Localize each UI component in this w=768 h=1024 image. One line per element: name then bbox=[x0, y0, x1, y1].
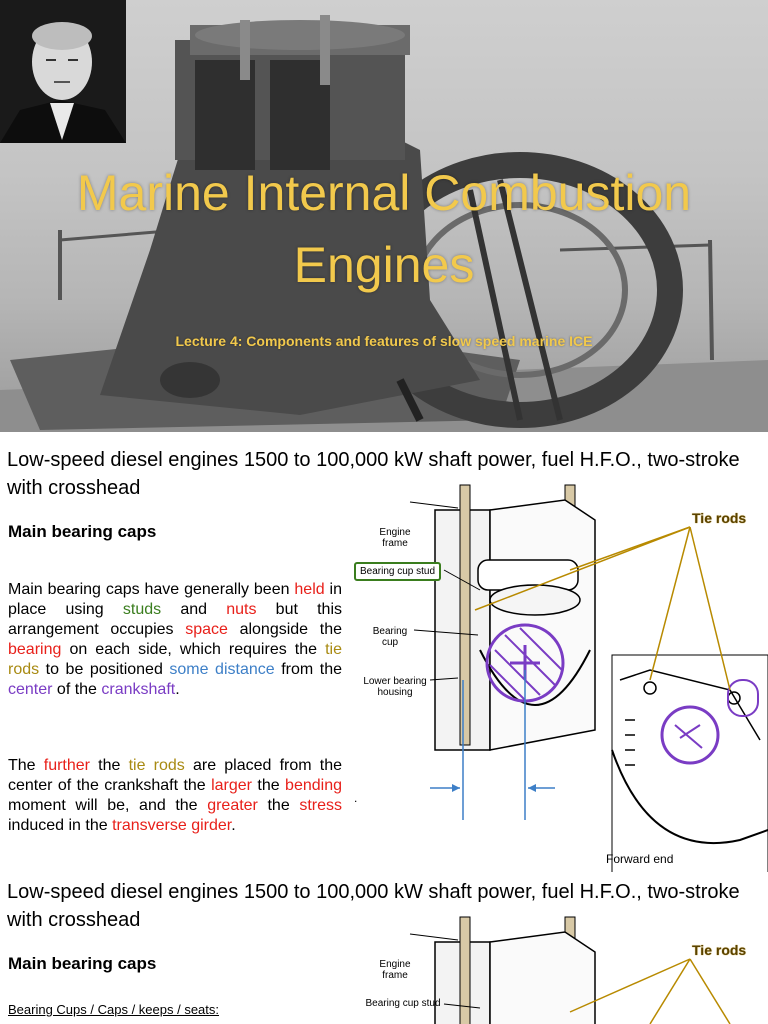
para2-run: further bbox=[43, 757, 90, 774]
para2-run: . bbox=[231, 817, 236, 834]
label-lower-bearing-housing: Lower bearing housing bbox=[363, 676, 427, 698]
label-engine-frame: Engine frame bbox=[379, 959, 411, 981]
stray-dot: . bbox=[354, 791, 358, 805]
para1-run: held bbox=[294, 581, 325, 598]
para1-run: from the bbox=[274, 661, 342, 678]
para1-run: but this arrangement occupies bbox=[8, 601, 343, 638]
label-forward-end: Forward end bbox=[606, 852, 674, 866]
para1-run: nuts bbox=[226, 601, 257, 618]
paragraph-2: The further the tie rods are placed from… bbox=[8, 756, 342, 836]
page-subtitle: Lecture 4: Components and features of sl… bbox=[175, 333, 593, 349]
label-engine-frame: Engine frame bbox=[379, 527, 411, 549]
portrait-photo bbox=[0, 0, 126, 143]
para1-run: on each side, which requires the bbox=[61, 641, 326, 658]
para1-run: studs bbox=[122, 601, 162, 618]
bearing-drawing-2 bbox=[409, 916, 731, 1024]
page-title: Marine Internal Combustion bbox=[76, 165, 692, 221]
para1-run: to be positioned bbox=[39, 661, 170, 678]
para2-run: induced in the bbox=[8, 817, 113, 834]
para1-run: and bbox=[161, 601, 227, 618]
para1-run: center bbox=[8, 681, 53, 698]
label-bearing-cup-stud: Bearing cup stud bbox=[354, 562, 442, 581]
label-tie-rods: Tie rods bbox=[692, 510, 747, 526]
para2-run: greater bbox=[207, 797, 258, 814]
para1-run: crankshaft bbox=[101, 681, 176, 698]
para2-run: the bbox=[252, 777, 286, 794]
para2-run: larger bbox=[211, 777, 252, 794]
para1-run: bearing bbox=[8, 641, 62, 658]
para2-run: The bbox=[8, 757, 44, 774]
para1-run: of the bbox=[52, 681, 102, 698]
para2-run: the bbox=[257, 797, 300, 814]
paragraph-1: Main bearing caps have generally been he… bbox=[8, 580, 342, 700]
slide-subtext: Bearing Cups / Caps / keeps / seats: bbox=[8, 1002, 219, 1017]
para2-run: tie rods bbox=[128, 757, 185, 774]
para2-run: bending bbox=[285, 777, 342, 794]
bearing-diagram: Engine frame Bearing cup stud Bearing cu… bbox=[350, 480, 768, 876]
slide-subheading: Main bearing caps bbox=[8, 522, 157, 541]
title-slide: Marine Internal Combustion Engines Lectu… bbox=[0, 0, 768, 432]
para1-run: in place using bbox=[8, 581, 342, 618]
label-bearing-cup-stud: Bearing cup stud bbox=[365, 998, 441, 1009]
label-tie-rods: Tie rods bbox=[692, 942, 747, 958]
bearing-drawing bbox=[409, 484, 768, 875]
para1-run: space bbox=[185, 621, 228, 638]
para2-run: are placed from the center of the cranks… bbox=[8, 757, 343, 794]
para1-run: . bbox=[175, 681, 180, 698]
slide-heading: Low-speed diesel engines 1500 to 100,000… bbox=[7, 881, 740, 931]
para2-run: the bbox=[90, 757, 129, 774]
slide-heading: Low-speed diesel engines 1500 to 100,000… bbox=[7, 449, 740, 499]
para1-run: alongside the bbox=[227, 621, 342, 638]
para1-run: Main bearing caps have generally been bbox=[8, 581, 295, 598]
para1-run: tie rods bbox=[8, 641, 342, 678]
content-slide-1: Low-speed diesel engines 1500 to 100,000… bbox=[0, 440, 768, 876]
para2-run: transverse girder bbox=[112, 817, 232, 834]
para2-run: moment will be, and the bbox=[8, 797, 208, 814]
bearing-diagram-2: Engine frame Bearing cup stud Tie rods bbox=[350, 912, 768, 1024]
page-title-line2: Engines bbox=[293, 237, 475, 293]
para2-run: stress bbox=[299, 797, 342, 814]
label-bearing-cup: Bearing cup bbox=[372, 626, 408, 648]
engine-photo bbox=[0, 15, 768, 432]
para1-run: some distance bbox=[169, 661, 275, 678]
content-slide-2: Low-speed diesel engines 1500 to 100,000… bbox=[0, 872, 768, 1024]
slide-subheading: Main bearing caps bbox=[8, 954, 157, 973]
